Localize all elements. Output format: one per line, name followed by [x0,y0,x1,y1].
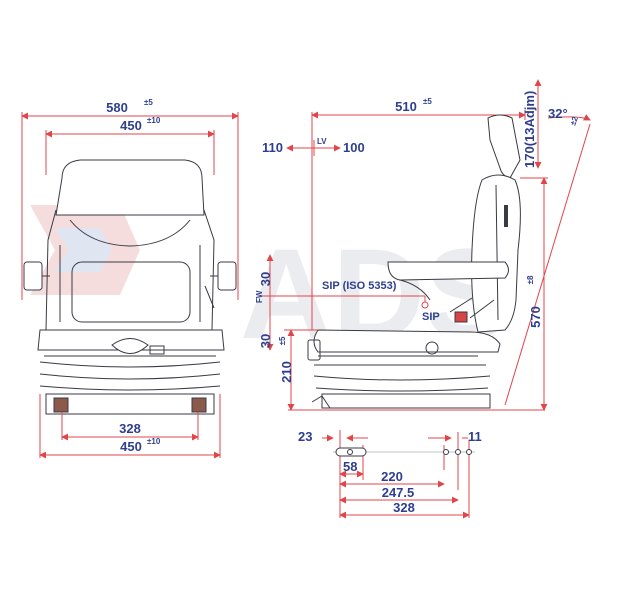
mount-hole-a [443,449,449,455]
base-inner-width-value: 328 [119,421,141,436]
overall-width-tolerance: ±5 [144,98,153,107]
mounting-hole-pattern: 23 11 58 220 247.5 328 [298,429,482,519]
angle-arc [547,114,591,121]
hole-328-value: 328 [393,500,415,515]
depth-value: 510 [395,99,417,114]
overall-height-value: 570 [528,306,543,328]
right-offset-value: 11 [468,429,482,444]
fw-label: FW [255,290,264,303]
mount-hole-b [455,449,461,455]
base-width-tolerance: ±10 [147,437,161,446]
overall-height-tolerance: ±8 [526,275,535,284]
angle-reference-line [504,123,591,406]
width-tolerance: ±10 [147,116,161,125]
seat-front-outline [23,159,237,415]
hole-247-value: 247.5 [382,485,415,500]
mount-hole-c [466,449,472,455]
base-width-value: 450 [120,439,142,454]
slot-spacing-value: 58 [343,459,357,474]
sip-label: SIP [422,311,440,323]
seat-side-outline [307,114,521,409]
hole-220-value: 220 [381,469,403,484]
seat-height-tolerance: ±5 [278,336,287,345]
angle-value: 32° [548,106,568,121]
sip-iso-label: SIP (ISO 5353) [322,280,397,292]
fore-aft-right-value: 100 [343,140,365,155]
front-view: 580 ±5 450 ±10 [21,98,239,459]
backrest-adjust-value: 170(13Adjm) [522,91,537,168]
seat-height-value: 210 [279,361,294,383]
up-travel-value: 30 [258,272,273,286]
mount-hole-slot-left [347,449,353,455]
angle-tolerance: ±2 [568,115,580,127]
fore-aft-left-value: 110 [262,140,283,155]
left-offset-value: 23 [298,429,312,444]
lv-label: LV [317,137,327,146]
overall-width-value: 580 [106,100,128,115]
down-travel-value: 30 [258,334,273,348]
width-value: 450 [120,118,142,133]
depth-tolerance: ±5 [423,97,432,106]
side-view: 510 ±5 170(13Adjm) 32° ±2 110 LV 100 [255,79,591,411]
